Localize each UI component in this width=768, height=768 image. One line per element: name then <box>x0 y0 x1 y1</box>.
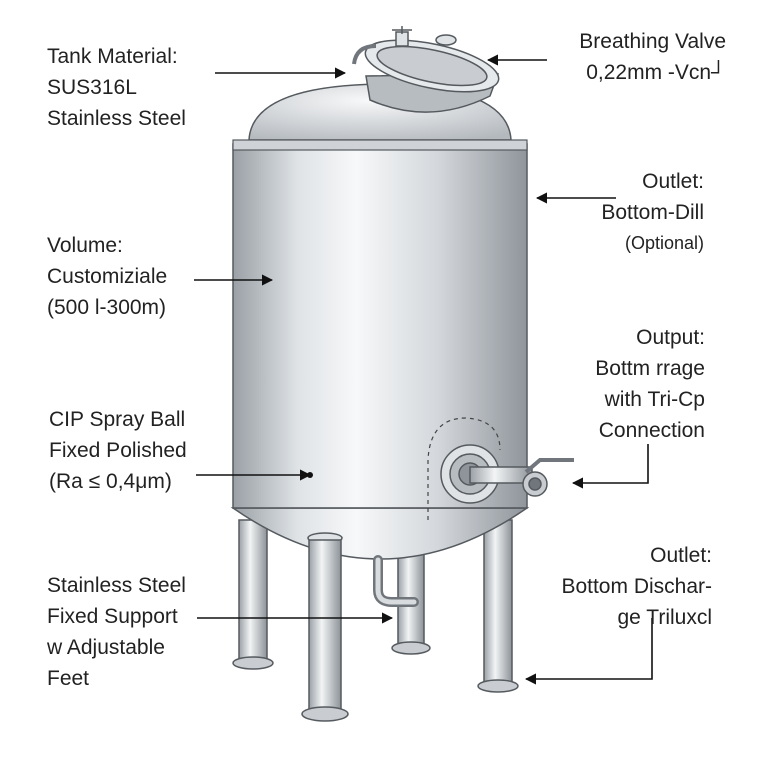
label-volume: Volume: Customiziale (500 l-300m) <box>47 230 167 323</box>
label-line: SUS316L <box>47 76 137 99</box>
side-outlet-valve <box>440 444 574 504</box>
label-support: Stainless Steel Fixed Support w Adjustab… <box>47 570 186 694</box>
arrow-outlet-bottom <box>524 618 653 685</box>
cip-dashed-outline <box>427 417 501 520</box>
label-line: Stainless Steel <box>47 574 186 597</box>
label-line: Customiziale <box>47 265 168 288</box>
bottom-dish <box>230 507 530 560</box>
label-line: 0,22mm -Vcn┘ <box>586 61 726 84</box>
label-breathing-valve: Breathing Valve 0,22mm -Vcn┘ <box>579 26 726 88</box>
cip-point <box>307 472 313 478</box>
label-line: (Ra ≤ 0,4μm) <box>49 470 172 493</box>
label-line: Tank Material: <box>47 45 178 68</box>
arrow-output <box>571 444 649 489</box>
manway-lid <box>352 26 500 113</box>
label-line: Outlet: <box>642 170 704 193</box>
front-leg <box>301 532 349 722</box>
label-output: Output: Bottm rrage with Tri-Cp Connecti… <box>595 322 705 446</box>
label-line: with Tri-Cp <box>604 388 705 411</box>
label-line: Bottom-Dill <box>601 201 704 224</box>
label-line: Breathing Valve <box>579 30 726 53</box>
label-line: w Adjustable <box>47 636 165 659</box>
label-line: Bottom Dischar- <box>561 575 712 598</box>
label-line: Volume: <box>47 234 123 257</box>
label-line: Fixed Polished <box>49 439 187 462</box>
callout-arrows <box>194 54 653 685</box>
label-line: (Optional) <box>624 233 704 253</box>
label-line: Feet <box>47 667 90 690</box>
label-tank-material: Tank Material: SUS316L Stainless Steel <box>47 41 186 134</box>
label-line: ge Triluxcl <box>617 606 712 629</box>
label-cip-spray-ball: CIP Spray Ball Fixed Polished (Ra ≤ 0,4μ… <box>49 404 187 497</box>
label-line: Connection <box>598 419 705 442</box>
label-line: Outlet: <box>650 544 712 567</box>
label-line: Bottm rrage <box>595 357 705 380</box>
label-line: CIP Spray Ball <box>49 408 186 431</box>
label-line: Stainless Steel <box>47 107 186 130</box>
label-line: Fixed Support <box>47 605 178 628</box>
label-outlet-bottom: Outlet: Bottom Dischar- ge Triluxcl <box>561 540 712 633</box>
label-line: Output: <box>636 326 705 349</box>
label-outlet-top: Outlet: Bottom-Dill (Optional) <box>601 166 704 259</box>
label-line: (500 l-300m) <box>47 296 167 319</box>
